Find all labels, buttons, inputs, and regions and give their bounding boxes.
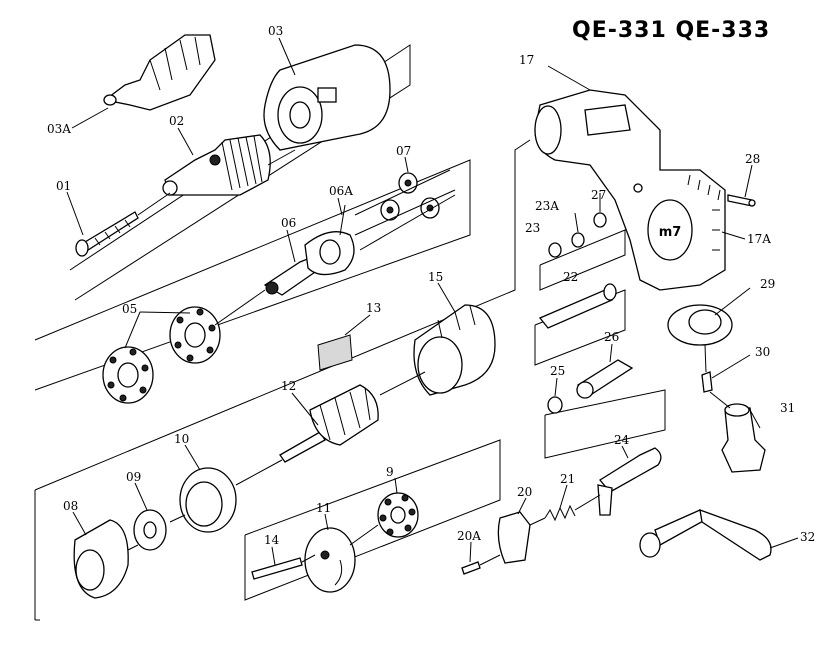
callout-32: 32 [800,530,815,544]
panel-bushing [544,389,666,459]
callout-26: 26 [604,330,619,344]
panel-valve-seals [539,229,626,291]
callout-27: 27 [591,188,606,202]
callout-06: 06 [281,216,296,230]
callout-20a: 20A [457,529,481,543]
callout-30: 30 [755,345,770,359]
callout-25: 25 [550,364,565,378]
part-9-rear-bearing [377,492,419,538]
part-10-end-plate [179,467,237,533]
callout-29: 29 [760,277,775,291]
brand-logo: m7 [659,225,682,240]
part-01-screw [75,211,139,257]
part-29-exhaust-cover [667,304,733,346]
part-32-hex-key [639,509,772,561]
part-13-vane [317,334,353,371]
callout-22: 22 [563,270,578,284]
callout-03: 03 [268,24,283,38]
panel-rotor [34,139,531,491]
callout-20: 20 [517,485,532,499]
part-03a-chuck [103,34,216,111]
callout-01: 01 [56,179,71,193]
callout-14: 14 [264,533,280,547]
leader-lines [66,37,799,566]
callout-09: 09 [126,470,141,484]
part-07-planet-gears [380,172,440,221]
part-28-pin [727,194,756,207]
part-21-spring [544,504,576,522]
part-23-seals [548,212,607,258]
callout-labels: 03 03A 02 01 07 06A 06 05 13 15 12 10 09… [47,24,815,547]
part-17-handle-housing: m7 [534,89,726,291]
part-02-chuck-body [162,134,271,196]
part-14-pin [251,557,303,580]
callout-10: 10 [174,432,189,446]
callout-24: 24 [614,433,630,447]
callout-17: 17 [519,53,534,67]
panel-gear [34,159,471,391]
part-31-air-inlet [721,403,766,473]
callout-23: 23 [525,221,540,235]
callout-15: 15 [428,270,443,284]
part-20-button [497,511,531,564]
callout-31: 31 [780,401,795,415]
callout-03a: 03A [47,122,71,136]
part-24-trigger [597,447,662,516]
part-06-planet-carrier [263,204,355,296]
axis-lines [127,149,731,566]
callout-07: 07 [396,144,411,158]
part-20a-screw [461,561,481,575]
part-30-screw [701,371,713,393]
callout-17a: 17A [747,232,771,246]
callout-12: 12 [281,379,296,393]
callout-13: 13 [366,301,381,315]
part-05-bearings [102,306,221,404]
part-15-cylinder [413,304,496,396]
part-22-valve-stem [538,283,617,329]
callout-28: 28 [745,152,760,166]
callout-11: 11 [316,501,331,515]
part-12-rotor [279,384,379,463]
part-11-rear-plate [304,527,356,593]
part-09-bearing [133,509,167,551]
callout-21: 21 [560,472,575,486]
part-03-housing [263,44,391,151]
callout-05: 05 [122,302,137,316]
part-08-ring-gear [73,519,129,599]
model-title: QE-331 QE-333 [572,18,771,43]
callout-23a: 23A [535,199,559,213]
callout-06a: 06A [329,184,353,198]
callout-08: 08 [63,499,78,513]
callout-02: 02 [169,114,184,128]
callout-9: 9 [386,465,394,479]
panel-rear [244,439,501,601]
part-26-bushing [547,359,634,414]
